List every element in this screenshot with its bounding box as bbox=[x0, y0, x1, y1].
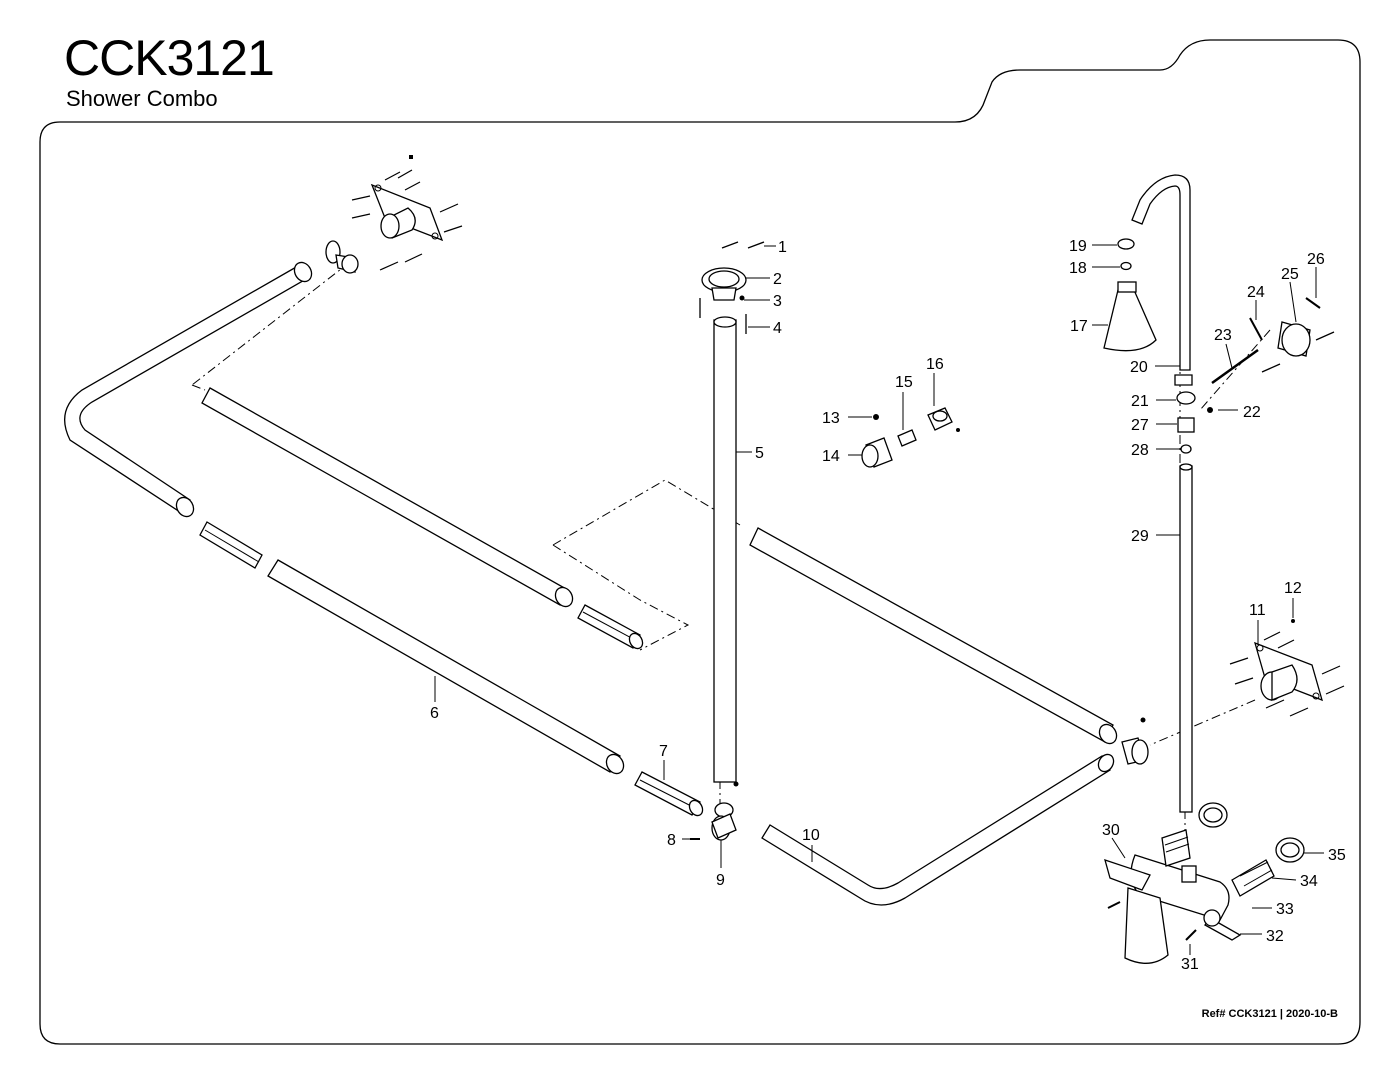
screw-26 bbox=[1305, 297, 1321, 309]
set-screw-3 bbox=[739, 295, 745, 301]
shower-head-17 bbox=[1103, 281, 1157, 352]
pipe-5 bbox=[713, 316, 739, 787]
callout-34: 34 bbox=[1300, 873, 1318, 890]
threaded-nipple-15 bbox=[897, 429, 917, 447]
callout-6: 6 bbox=[430, 705, 439, 722]
callout-23: 23 bbox=[1214, 327, 1232, 344]
coupling-21 bbox=[1176, 391, 1196, 405]
callout-31: 31 bbox=[1181, 956, 1199, 973]
screw-31 bbox=[1185, 929, 1197, 941]
set-screw-22 bbox=[1207, 407, 1213, 413]
callout-labels: 1 2 3 4 5 6 7 8 9 10 11 12 13 14 15 16 1… bbox=[430, 238, 1346, 973]
callout-35: 35 bbox=[1328, 847, 1346, 864]
callout-8: 8 bbox=[667, 832, 676, 849]
callout-28: 28 bbox=[1131, 442, 1149, 459]
callout-12: 12 bbox=[1284, 580, 1302, 597]
screws-25 bbox=[1261, 331, 1335, 373]
pipe-inner-diagonal bbox=[201, 387, 574, 608]
connector-sleeve-left bbox=[199, 521, 263, 569]
wall-flange-11 bbox=[1254, 641, 1323, 702]
coupling-14 bbox=[861, 437, 893, 468]
screws-4 bbox=[699, 298, 747, 334]
callout-26: 26 bbox=[1307, 251, 1325, 268]
washer-18 bbox=[1120, 261, 1132, 271]
callout-14: 14 bbox=[822, 448, 840, 465]
diagram-title: CCK3121 bbox=[64, 30, 275, 86]
support-rod-23 bbox=[1211, 348, 1259, 385]
wall-flange-left bbox=[370, 183, 444, 242]
callout-22: 22 bbox=[1243, 404, 1261, 421]
leader-lines bbox=[434, 244, 1324, 955]
callout-16: 16 bbox=[926, 356, 944, 373]
diagram-frame bbox=[39, 39, 1361, 1045]
callout-20: 20 bbox=[1130, 359, 1148, 376]
washer-28 bbox=[1180, 444, 1192, 454]
riser-pipe-29 bbox=[1179, 463, 1193, 813]
callout-17: 17 bbox=[1070, 318, 1088, 335]
connector-sleeve-7 bbox=[634, 771, 704, 817]
faucet-body-33 bbox=[1104, 854, 1230, 964]
handle-32 bbox=[1203, 909, 1242, 941]
callout-33: 33 bbox=[1276, 901, 1294, 918]
callout-29: 29 bbox=[1131, 528, 1149, 545]
ceiling-flange-2 bbox=[701, 267, 747, 301]
callout-3: 3 bbox=[773, 293, 782, 310]
callout-27: 27 bbox=[1131, 417, 1149, 434]
callout-9: 9 bbox=[716, 872, 725, 889]
callout-5: 5 bbox=[755, 445, 764, 462]
callout-13: 13 bbox=[822, 410, 840, 427]
pipe-6-lower bbox=[267, 559, 625, 775]
screw-30 bbox=[1107, 901, 1121, 909]
screws-1 bbox=[721, 241, 765, 249]
set-screw-13 bbox=[873, 414, 879, 420]
nipple-27 bbox=[1177, 417, 1195, 433]
screws-left-flange bbox=[351, 169, 463, 271]
wall-flange-25 bbox=[1277, 321, 1311, 357]
pipe-right-diagonal bbox=[749, 527, 1118, 745]
dot-marker bbox=[409, 155, 413, 159]
connector-sleeve-inner bbox=[577, 604, 644, 650]
screw-24 bbox=[1249, 317, 1263, 341]
callout-19: 19 bbox=[1069, 238, 1087, 255]
callout-11: 11 bbox=[1249, 602, 1266, 619]
set-screw-12 bbox=[1291, 619, 1295, 623]
washer-19 bbox=[1117, 238, 1135, 250]
reference-number: Ref# CCK3121 | 2020-10-B bbox=[1201, 1008, 1338, 1020]
callout-10: 10 bbox=[802, 827, 820, 844]
callout-18: 18 bbox=[1069, 260, 1087, 277]
escutcheon-35 bbox=[1275, 837, 1305, 863]
threaded-inlet-left bbox=[1161, 829, 1191, 867]
callout-1: 1 bbox=[778, 239, 787, 256]
pipe-10 bbox=[761, 753, 1115, 906]
callout-32: 32 bbox=[1266, 928, 1284, 945]
escutcheon-top bbox=[1198, 802, 1228, 828]
callout-24: 24 bbox=[1247, 284, 1265, 301]
callout-2: 2 bbox=[773, 271, 782, 288]
callout-30: 30 bbox=[1102, 822, 1120, 839]
coupling-right bbox=[1121, 737, 1149, 765]
screws-11 bbox=[1229, 631, 1345, 717]
coupling-left bbox=[325, 240, 359, 274]
callout-25: 25 bbox=[1281, 266, 1299, 283]
callout-4: 4 bbox=[773, 320, 782, 337]
set-screw-right bbox=[1140, 717, 1146, 723]
callout-15: 15 bbox=[895, 374, 913, 391]
coupling-9 bbox=[711, 802, 737, 841]
tee-coupling-16 bbox=[927, 407, 960, 432]
shower-arm-20 bbox=[1131, 174, 1193, 386]
diagram-subtitle: Shower Combo bbox=[66, 86, 218, 111]
threaded-inlet-34 bbox=[1231, 859, 1275, 897]
callout-7: 7 bbox=[659, 743, 668, 760]
pipe-left-upper bbox=[64, 261, 313, 518]
callout-21: 21 bbox=[1131, 393, 1149, 410]
